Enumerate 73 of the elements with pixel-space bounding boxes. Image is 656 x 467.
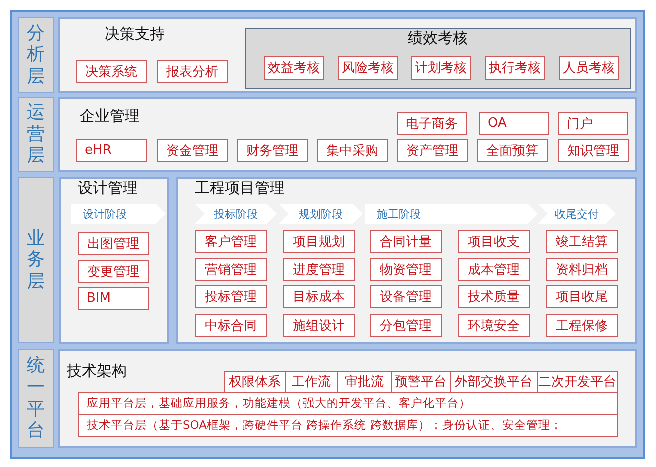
module-box: 决策系统 [76,60,147,83]
module-box: 全面预算 [477,139,548,162]
module-box: eHR [76,139,147,162]
stage-banner: 收尾交付 [538,204,616,224]
module-box: 资金管理 [157,139,228,162]
group-heading: 设计管理 [78,179,138,198]
stage-banner: 投标阶段 [195,204,277,224]
stage-banner: 施工阶段 [365,204,538,224]
platform-bar: 技术平台层（基于SOA框架，跨硬件平台 跨操作系统 跨数据库）；身份认证、安全管理； [78,414,618,437]
layer-panel [58,17,637,93]
module-box: 变更管理 [78,260,149,283]
group-heading: 工程项目管理 [195,179,285,198]
module-box: 计划考核 [411,56,471,80]
stage-banner: 设计阶段 [71,204,166,224]
module-box: 技术质量 [458,285,530,308]
module-box: 营销管理 [195,258,267,281]
module-box: 环境安全 [458,314,530,337]
module-box: 客户管理 [195,230,267,253]
group-heading: 技术架构 [67,362,127,381]
module-box: 项目规划 [283,230,355,253]
module-box: 施组设计 [283,314,355,337]
layer-panel [58,97,637,172]
module-box: 执行考核 [485,56,545,80]
module-box: 工作流 [285,371,338,393]
module-box: 中标合同 [195,314,267,337]
module-box: 进度管理 [283,258,355,281]
module-box: 成本管理 [458,258,530,281]
group-heading: 企业管理 [80,107,140,126]
module-box: 合同计量 [370,230,442,253]
layer-label-box [18,349,54,448]
layer-name: 分析层 [27,22,45,88]
module-box: 效益考核 [264,56,324,80]
module-box: 物资管理 [370,258,442,281]
layer-name: 业务层 [27,228,45,292]
module-box: 资料归档 [546,258,618,281]
module-box: 二次开发平台 [537,371,618,393]
module-box: 外部交换平台 [450,371,538,393]
group-panel [245,28,631,89]
module-box: 审批流 [337,371,392,393]
group-heading: 绩效考核 [407,29,469,48]
module-box: 风险考核 [338,56,398,80]
layer-name: 运营层 [27,102,45,167]
module-box: 财务管理 [237,139,308,162]
module-box: 竣工结算 [546,230,618,253]
stage-banner: 规划阶段 [279,204,363,224]
group-heading: 决策支持 [105,25,165,44]
module-box: 目标成本 [283,285,355,308]
layer-panel [176,177,637,344]
module-box: OA [479,112,549,135]
module-box: 电子商务 [397,112,467,135]
module-box: 知识管理 [558,139,629,162]
module-box: 权限体系 [224,371,286,393]
module-box: 项目收支 [458,230,530,253]
layer-panel [58,349,637,448]
module-box: BIM [78,287,149,310]
module-box: 项目收尾 [546,285,618,308]
layer-label-box [18,97,54,172]
module-box: 资产管理 [397,139,468,162]
module-box: 设备管理 [370,285,442,308]
module-box: 工程保修 [546,314,618,337]
layer-panel [59,177,169,344]
module-box: 出图管理 [78,232,149,255]
module-box: 预警平台 [391,371,451,393]
module-box: 投标管理 [195,285,267,308]
module-box: 人员考核 [559,56,619,80]
layer-label-box [18,17,54,93]
module-box: 分包管理 [370,314,442,337]
module-box: 集中采购 [317,139,388,162]
layer-label-box [18,177,54,343]
platform-bar: 应用平台层，基础应用服务，功能建模（强大的开发平台、客户化平台） [78,392,618,415]
module-box: 门户 [558,112,628,135]
module-box: 报表分析 [157,60,228,83]
layer-name: 统一平台 [27,355,45,442]
